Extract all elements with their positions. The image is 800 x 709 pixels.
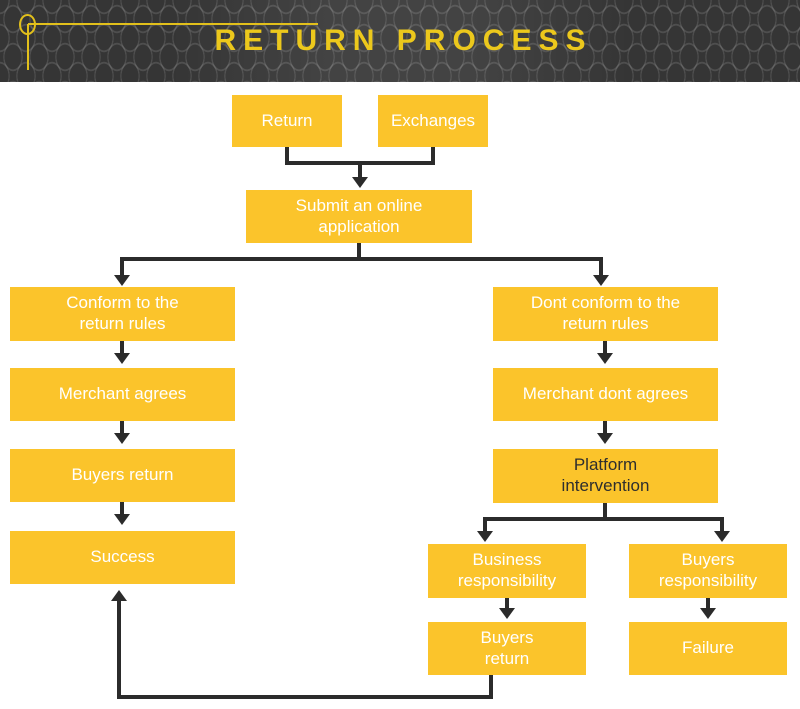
node-buyers-return-bottom[interactable]: Buyers return (428, 622, 586, 675)
node-failure[interactable]: Failure (629, 622, 787, 675)
arrow-buyers-resp-to-failure (700, 608, 716, 619)
arrow-dont-conform-to-merchant-dont (597, 353, 613, 364)
connector-platform-right-down (720, 517, 724, 533)
connector-return-stub (285, 147, 289, 165)
arrow-feedback-to-success (111, 590, 127, 601)
connector-platform-left-down (483, 517, 487, 533)
node-buyers-return-left-label: Buyers return (71, 465, 174, 485)
arrow-business-to-buyers-return (499, 608, 515, 619)
connector-right-branch-down (599, 257, 603, 277)
node-buyers-responsibility[interactable]: Buyers responsibility (629, 544, 787, 598)
node-merchant-agrees[interactable]: Merchant agrees (10, 368, 235, 421)
node-platform-intervention-label: Platform intervention (561, 455, 650, 495)
node-submit-application[interactable]: Submit an online application (246, 190, 472, 243)
connector-feedback-up (117, 601, 121, 695)
arrow-to-conform (114, 275, 130, 286)
connector-feedback-down (489, 675, 493, 699)
node-submit-application-label: Submit an online application (295, 195, 423, 236)
node-merchant-agrees-label: Merchant agrees (58, 384, 187, 404)
arrow-to-submit (352, 177, 368, 188)
node-buyers-return-bottom-label: Buyers return (480, 627, 534, 668)
node-buyers-responsibility-label: Buyers responsibility (658, 550, 758, 590)
node-business-responsibility[interactable]: Business responsibility (428, 544, 586, 598)
node-success[interactable]: Success (10, 531, 235, 584)
node-exchanges[interactable]: Exchanges (378, 95, 488, 147)
connector-dont-conform-to-merchant-dont (603, 341, 607, 355)
connector-buyers-return-to-success (120, 502, 124, 516)
connector-conform-to-merchant (120, 341, 124, 355)
node-dont-conform-to-return-rules-label: Dont conform to the return rules (530, 293, 681, 333)
connector-submit-down (357, 243, 361, 261)
crosshair-ring-icon (19, 14, 36, 35)
arrow-conform-to-merchant (114, 353, 130, 364)
node-success-label: Success (90, 547, 155, 567)
connector-exchanges-stub (431, 147, 435, 165)
node-business-responsibility-label: Business responsibility (457, 550, 557, 590)
arrow-to-business-responsibility (477, 531, 493, 542)
arrow-merchant-dont-to-platform (597, 433, 613, 444)
connector-left-branch-down (120, 257, 124, 277)
crosshair-horizontal-line-icon (28, 23, 318, 25)
connector-merge-down (358, 161, 362, 179)
connector-branch-horizontal (120, 257, 603, 261)
node-return-label: Return (261, 110, 313, 130)
node-merchant-dont-agrees-label: Merchant dont agrees (522, 384, 689, 404)
page-header: Return Process (0, 0, 800, 82)
node-buyers-return-left[interactable]: Buyers return (10, 449, 235, 502)
header-mesh-pattern (0, 0, 800, 82)
arrow-to-dont-conform (593, 275, 609, 286)
connector-platform-down (603, 503, 607, 521)
node-exchanges-label: Exchanges (390, 110, 476, 130)
arrow-merchant-to-buyers-return (114, 433, 130, 444)
connector-merchant-to-buyers-return (120, 421, 124, 435)
node-return[interactable]: Return (232, 95, 342, 147)
connector-feedback-horizontal (117, 695, 493, 699)
header-sheen (170, 0, 630, 82)
connector-merchant-dont-to-platform (603, 421, 607, 435)
arrow-buyers-return-to-success (114, 514, 130, 525)
connector-business-to-buyers-return (505, 598, 509, 610)
node-dont-conform-to-return-rules[interactable]: Dont conform to the return rules (493, 287, 718, 341)
connector-buyers-resp-to-failure (706, 598, 710, 610)
node-platform-intervention[interactable]: Platform intervention (493, 449, 718, 503)
crosshair-vertical-line-icon (27, 24, 29, 70)
node-conform-to-return-rules[interactable]: Conform to the return rules (10, 287, 235, 341)
node-conform-to-return-rules-label: Conform to the return rules (66, 293, 179, 333)
connector-platform-split-horizontal (483, 517, 724, 521)
node-failure-label: Failure (682, 638, 734, 658)
arrow-to-buyers-responsibility (714, 531, 730, 542)
node-merchant-dont-agrees[interactable]: Merchant dont agrees (493, 368, 718, 421)
page-title: Return Process (214, 24, 593, 57)
